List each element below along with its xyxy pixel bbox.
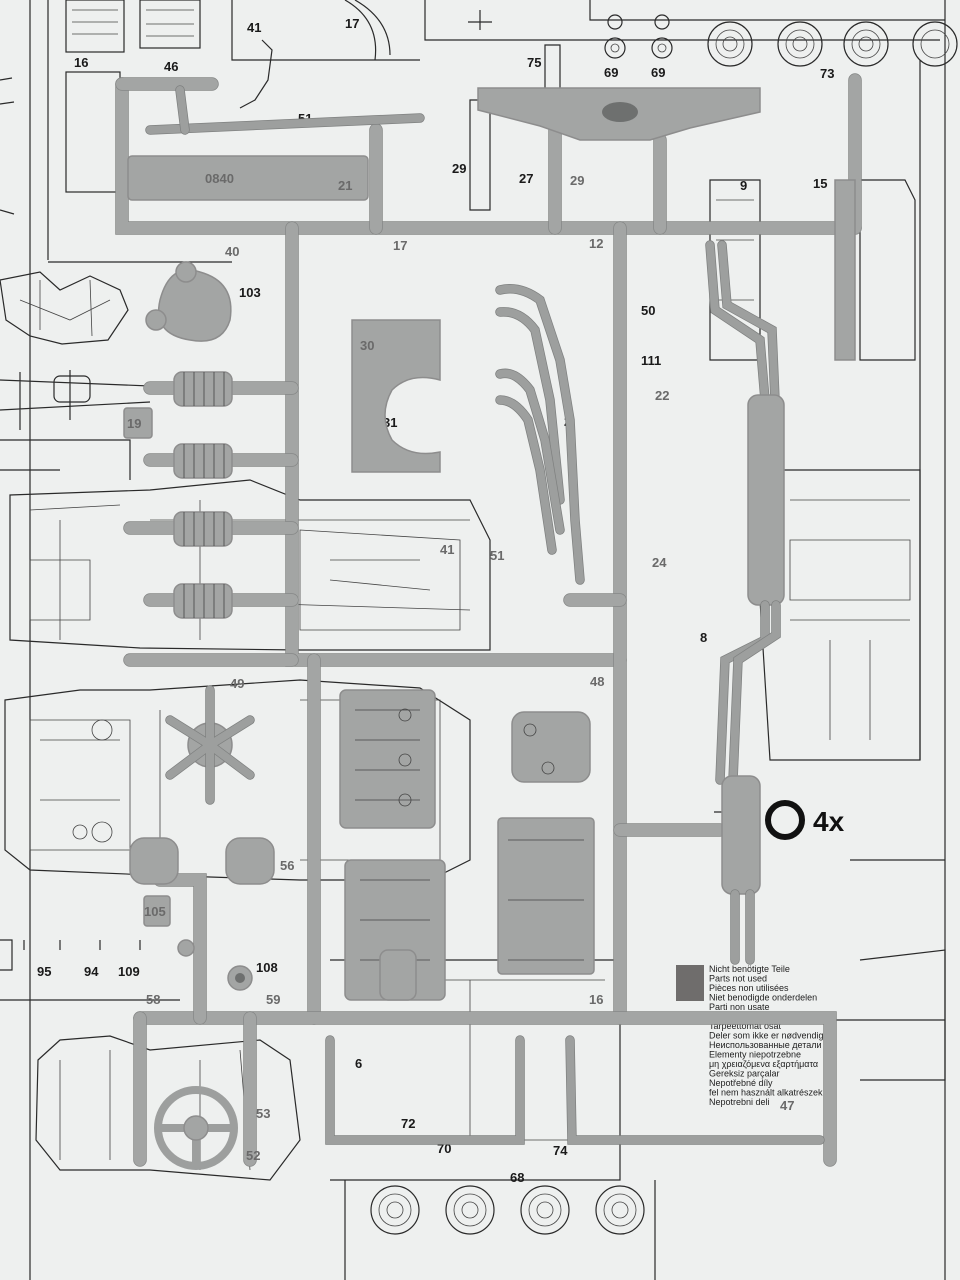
label-74: 74 (553, 1143, 568, 1158)
instruction-numbers: 16 46 41 17 51 75 69 69 73 29 27 9 15 50… (37, 16, 845, 1185)
sprue-label-12: 12 (589, 236, 603, 251)
label-46: 46 (164, 59, 178, 74)
part-exhaust-headers (495, 284, 585, 585)
label-72: 72 (401, 1116, 415, 1131)
sprue-label-41: 41 (440, 542, 454, 557)
sprue-label-21: 21 (338, 178, 352, 193)
label-111: 111 (641, 353, 661, 368)
sprue-label-16: 16 (589, 992, 603, 1007)
label-95: 95 (37, 964, 51, 979)
sprue-tree: 0840 21 29 (115, 73, 862, 1170)
multiplier-4x: 4x (813, 806, 845, 837)
label-27: 27 (519, 171, 533, 186)
sprue-label-22: 22 (655, 388, 669, 403)
sprue-label-30: 30 (360, 338, 374, 353)
part-30-bracket (351, 319, 441, 473)
legend-line: Tarpeettomat osat (709, 1021, 782, 1031)
legend-line: Niet benodigde onderdelen (709, 993, 817, 1003)
sprue-label-53: 53 (256, 1106, 270, 1121)
label-94: 94 (84, 964, 99, 979)
label-29: 29 (452, 161, 466, 176)
label-15: 15 (813, 176, 827, 191)
part-3-pulley-belt (145, 261, 232, 342)
legend-line: fel nem használt alkatrészek (709, 1088, 823, 1098)
label-16: 16 (74, 55, 88, 70)
sprue-label-40: 40 (225, 244, 239, 259)
sprue-label-105: 105 (144, 904, 166, 919)
part-transmission (511, 711, 591, 783)
label-41: 41 (247, 20, 261, 35)
label-75: 75 (527, 55, 541, 70)
label-6: 6 (355, 1056, 362, 1071)
label-103: 103 (239, 285, 261, 300)
legend-line: Gereksiz parçalar (709, 1069, 780, 1079)
part-coil-springs: 19 (123, 371, 299, 619)
sprue-label-17: 17 (393, 238, 407, 253)
legend-line: μη χρειαζόμενα εξαρτήματα (709, 1059, 818, 1069)
legend-line: Deler som ikke er nødvendige (709, 1031, 829, 1041)
part-engine-block-upper (339, 689, 436, 829)
part-steering-wheel: 53 52 (154, 1086, 270, 1170)
legend-line: Nicht benötigte Teile (709, 964, 790, 974)
label-50: 50 (641, 303, 655, 318)
part-radiator (497, 817, 595, 975)
legend-line: Nepotřebné díly (709, 1078, 773, 1088)
sprue-label-24: 24 (652, 555, 667, 570)
part-fan: 49 (165, 676, 255, 805)
label-108: 108 (256, 960, 278, 975)
label-73: 73 (820, 66, 834, 81)
legend-line: Неиспользованные детали (709, 1040, 822, 1050)
ring-icon (765, 800, 805, 840)
part-21-plate (127, 155, 369, 201)
sprue-label-49: 49 (230, 676, 244, 691)
label-8: 8 (700, 630, 707, 645)
sprue-label-51: 51 (490, 548, 504, 563)
label-69b: 69 (651, 65, 665, 80)
sprue-label-59: 59 (266, 992, 280, 1007)
sprue-label-58: 58 (146, 992, 160, 1007)
label-17: 17 (345, 16, 359, 31)
legend-line: Pièces non utilisées (709, 983, 789, 993)
legend-line: Parti non usate (709, 1002, 770, 1012)
legend-line: Parts not used (709, 974, 767, 984)
part-cylinder-left (129, 837, 179, 885)
sprue-label-47: 47 (780, 1098, 794, 1113)
sprue-label-52: 52 (246, 1148, 260, 1163)
legend-swatch (676, 965, 704, 1001)
label-109: 109 (118, 964, 140, 979)
legend-line: Elementy niepotrzebne (709, 1050, 801, 1060)
part-cylinder-right (225, 837, 275, 885)
label-9: 9 (740, 178, 747, 193)
sprue-frame (115, 73, 862, 1167)
label-68: 68 (510, 1170, 524, 1185)
sprue-label-48: 48 (590, 674, 604, 689)
part-8-exhaust (705, 240, 785, 965)
sprue-label-19: 19 (127, 416, 141, 431)
sprue-label-56: 56 (280, 858, 294, 873)
legend-line: Nepotrebni deli (709, 1097, 770, 1107)
label-69a: 69 (604, 65, 618, 80)
sprue-label-29: 29 (570, 173, 584, 188)
part-code-0840: 0840 (205, 171, 234, 186)
part-15-grille (834, 179, 856, 361)
